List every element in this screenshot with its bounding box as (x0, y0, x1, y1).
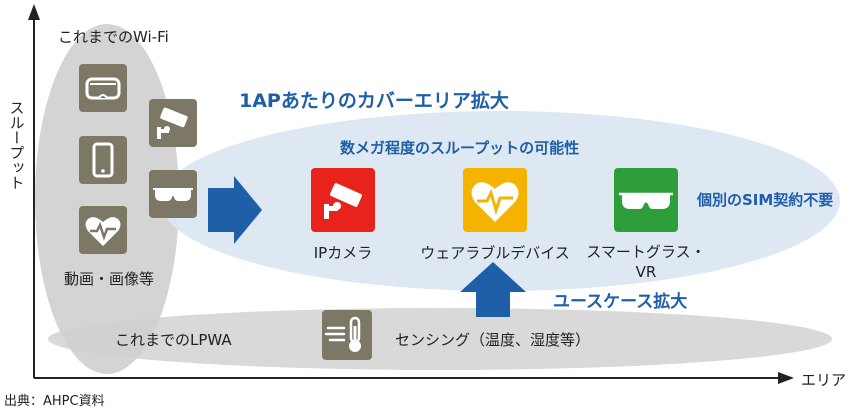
smartphone-icon (92, 142, 114, 178)
x-axis-arrow (778, 372, 794, 384)
use-case-label: ユースケース拡大 (553, 292, 688, 312)
sensing-tile (322, 310, 372, 360)
thermometer-wind-icon (324, 316, 361, 352)
coverage-subtitle: 数メガ程度のスループットの可能性 (340, 139, 580, 157)
lpwa-title: これまでのLPWA (115, 331, 232, 349)
sim-note: 個別のSIM契約不要 (697, 191, 834, 209)
wearable-tile (463, 168, 527, 232)
heart-monitor-icon (85, 217, 121, 246)
y-axis-label: スループット (5, 100, 27, 194)
source-note: 出典：AHPC資料 (4, 394, 105, 409)
smart-glasses-app-tile (614, 168, 678, 232)
smartphone-tile (79, 136, 127, 184)
heart-monitor-tile (79, 206, 127, 254)
wifi-caption: 動画・画像等 (64, 270, 155, 288)
wearable-label: ウェアラブルデバイス (420, 244, 570, 262)
security-camera-icon (157, 107, 188, 139)
smart-glasses-tile (149, 170, 197, 218)
coverage-headline: 1APあたりのカバーエリア拡大 (239, 90, 509, 112)
use-case-up-arrow (460, 262, 526, 317)
sensing-label: センシング（温度、湿度等） (395, 331, 591, 349)
lpwa-ellipse (48, 308, 832, 370)
smart-glasses-icon (153, 188, 193, 201)
x-axis-label: エリア (801, 371, 847, 389)
wifi-title: これまでのWi-Fi (58, 28, 169, 46)
wearable-heart-icon (471, 182, 519, 222)
ip-camera-icon (324, 183, 362, 219)
security-camera-tile (149, 99, 197, 147)
ip-camera-label: IPカメラ (313, 244, 373, 262)
ip-camera-tile (311, 168, 375, 232)
y-axis-arrow (28, 4, 40, 20)
smart-glasses-label: スマートグラス・ VR (586, 243, 706, 281)
y-axis-label-text: スループット (7, 100, 26, 190)
smart-glasses-app-icon (619, 192, 673, 209)
wifi-ellipse (35, 24, 179, 374)
vr-headset-icon (85, 77, 121, 100)
vr-headset-tile (79, 64, 127, 112)
expand-right-arrow (208, 176, 262, 244)
